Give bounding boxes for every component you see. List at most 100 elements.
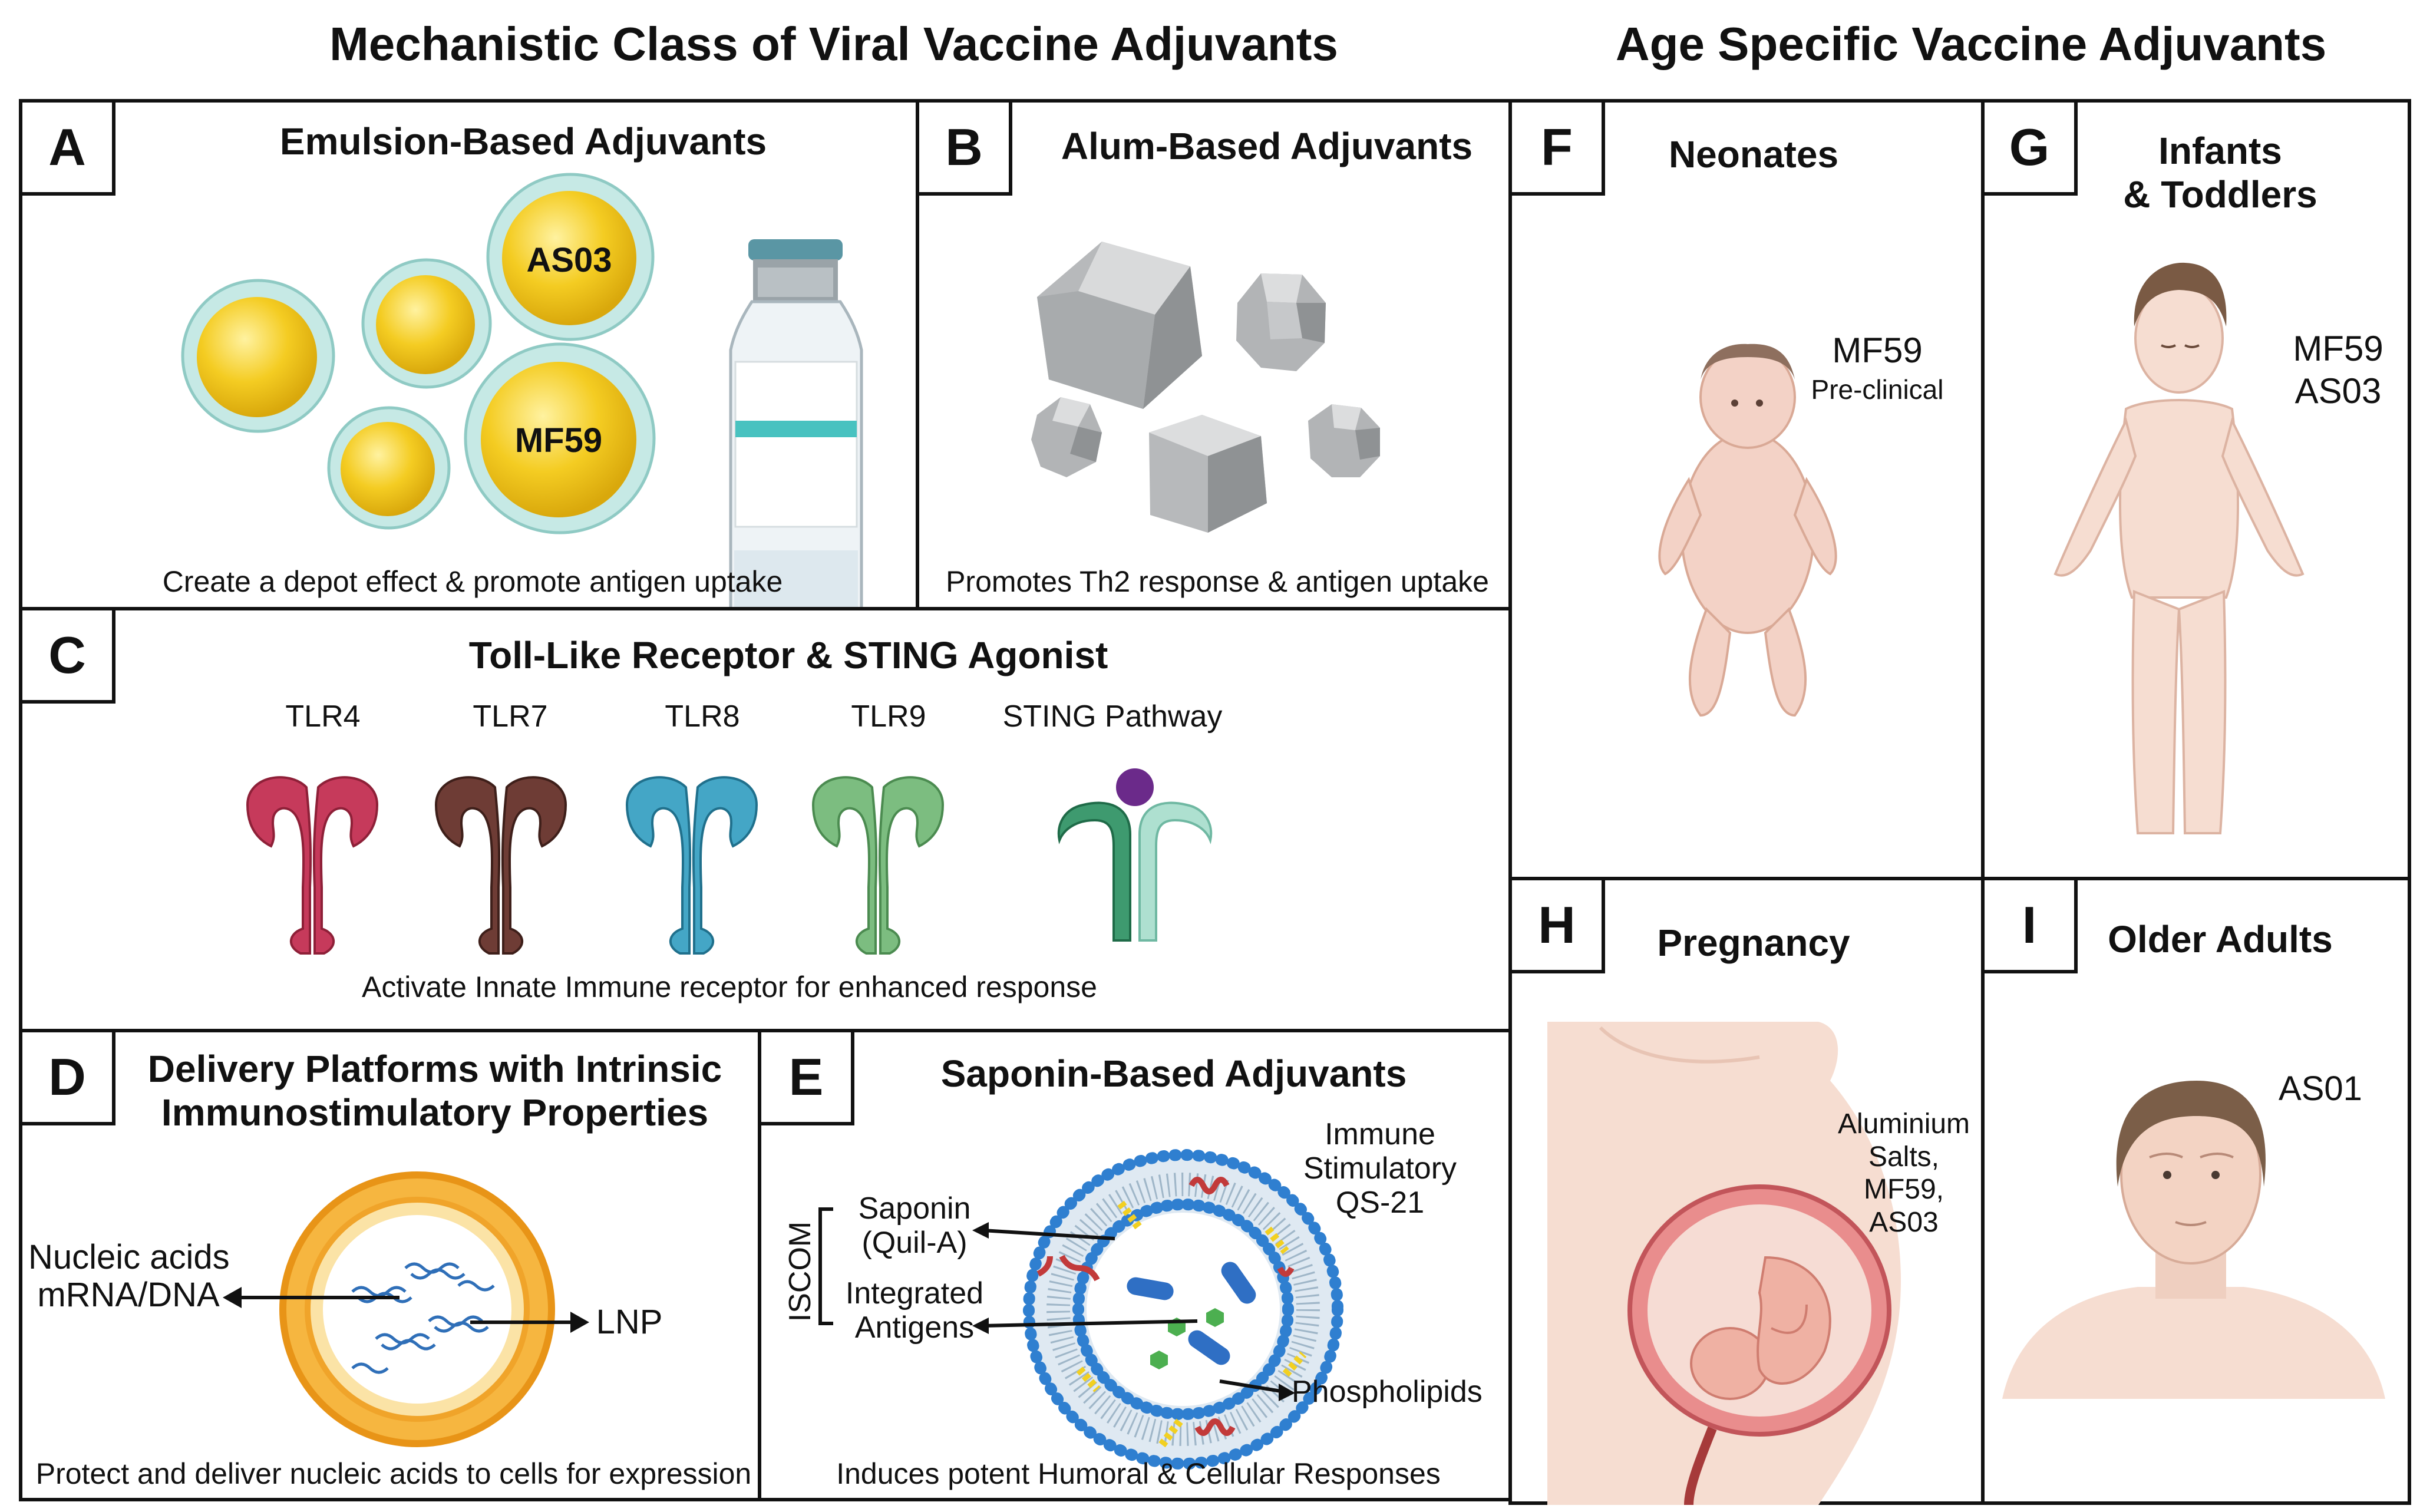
oil-droplet — [327, 406, 451, 530]
panel-h: H Pregnancy Aluminium Salts, MF59, AS03 — [1508, 877, 1985, 1506]
integrated-antigens-label: Integrated Antigens — [838, 1276, 991, 1345]
mf59-label: MF59 — [514, 421, 603, 460]
pregnancy-adj-line1: Aluminium — [1837, 1108, 1970, 1140]
panel-letter-e: E — [758, 1029, 854, 1125]
receptors-illustration — [246, 764, 1213, 955]
panel-a: A Emulsion-Based Adjuvants — [19, 99, 919, 623]
nucleic-acids-label: Nucleic acids mRNA/DNA — [28, 1238, 230, 1314]
toddler-adjuvant-label: MF59 AS03 — [2279, 328, 2397, 412]
panel-d-caption: Protect and deliver nucleic acids to cel… — [35, 1457, 752, 1490]
pregnancy-adj-line4: AS03 — [1869, 1207, 1939, 1239]
alum-crystals-illustration — [1031, 242, 1380, 533]
neonate-adjuvant-label: MF59 — [1832, 331, 1923, 370]
alum-crystal — [1149, 415, 1267, 533]
panel-i-title: Older Adults — [2108, 918, 2333, 960]
oil-droplet — [361, 258, 492, 389]
alum-crystal — [1308, 404, 1380, 477]
panel-letter-b: B — [916, 99, 1012, 196]
panel-f-title: Neonates — [1668, 133, 1839, 176]
oil-droplet — [181, 279, 335, 433]
sting-receptor-icon — [1057, 764, 1213, 942]
panel-letter-d: D — [19, 1029, 115, 1125]
tlr4-label: TLR4 — [285, 699, 361, 734]
panel-a-title: Emulsion-Based Adjuvants — [279, 120, 767, 163]
antigens-line1: Integrated — [845, 1276, 984, 1310]
panel-b-caption: Promotes Th2 response & antigen uptake — [946, 565, 1489, 598]
neonate-preclinical-label: Pre-clinical — [1811, 374, 1944, 405]
tlr9-receptor-icon — [812, 776, 944, 955]
alum-crystal — [1236, 273, 1326, 371]
panel-d-title: Delivery Platforms with Intrinsic Immuno… — [111, 1048, 759, 1134]
sting-pathway-label: STING Pathway — [1002, 699, 1223, 734]
panel-g: G Infants & Toddlers MF59 AS03 — [1981, 99, 2411, 880]
older-adult-illustration — [2002, 1081, 2385, 1399]
qs21-line3: QS-21 — [1335, 1186, 1425, 1220]
panel-e-caption: Induces potent Humoral & Cellular Respon… — [836, 1457, 1441, 1490]
panel-c-caption: Activate Innate Immune receptor for enha… — [362, 970, 1097, 1003]
tlr8-label: TLR8 — [665, 699, 740, 734]
alum-crystal — [1031, 397, 1102, 477]
antigen-rods — [1127, 1262, 1256, 1365]
pregnancy-adj-line3: MF59, — [1863, 1174, 1944, 1206]
panel-i: I Older Adults AS01 — [1981, 877, 2411, 1505]
saponin-line2: (Quil-A) — [861, 1226, 968, 1260]
age-specific-header: Age Specific Vaccine Adjuvants — [1615, 18, 2327, 70]
pregnancy-adjuvant-label: Aluminium Salts, MF59, AS03 — [1812, 1108, 1995, 1239]
as03-label: AS03 — [526, 241, 612, 279]
tlr9-label: TLR9 — [851, 699, 926, 734]
panel-d: D Delivery Platforms with Intrinsic Immu… — [19, 1029, 761, 1501]
panel-c-title: Toll-Like Receptor & STING Agonist — [468, 634, 1108, 676]
panel-e: E Saponin-Based Adjuvants — [758, 1029, 1512, 1501]
lnp-illustration — [223, 1171, 589, 1447]
tlr7-label: TLR7 — [473, 699, 548, 734]
panel-g-title: Infants & Toddlers — [2091, 130, 2350, 216]
tlr8-receptor-icon — [626, 776, 758, 955]
panel-f: F Neonates MF59 Pre-clinical — [1508, 99, 1985, 880]
panel-letter-a: A — [19, 99, 115, 196]
iscom-illustration — [818, 1149, 1343, 1470]
saponin-chains — [1036, 1177, 1295, 1436]
panel-c: C Toll-Like Receptor & STING Agonist TLR… — [19, 607, 1512, 1032]
panel-a-caption: Create a depot effect & promote antigen … — [162, 565, 783, 598]
nucleic-acids-line2: mRNA/DNA — [37, 1275, 220, 1314]
panel-b: B Alum-Based Adjuvants — [916, 99, 1512, 610]
panel-letter-f: F — [1508, 99, 1605, 196]
pregnancy-illustration — [1547, 1022, 1901, 1506]
fetus — [1690, 1256, 1831, 1400]
panel-g-title-line1: Infants — [2158, 130, 2282, 172]
panel-d-title-line1: Delivery Platforms with Intrinsic — [147, 1048, 722, 1090]
panel-e-title: Saponin-Based Adjuvants — [940, 1052, 1407, 1095]
panel-b-title: Alum-Based Adjuvants — [1061, 125, 1473, 167]
pregnancy-adj-line2: Salts, — [1868, 1141, 1940, 1173]
neonate-illustration — [1658, 344, 1837, 717]
panel-g-title-line2: & Toddlers — [2123, 173, 2317, 216]
vaccine-vial-icon — [729, 239, 863, 623]
panel-letter-g: G — [1981, 99, 2078, 196]
toddler-illustration — [2053, 262, 2305, 834]
qs21-label: Immune Stimulatory QS-21 — [1292, 1117, 1468, 1220]
mechanistic-header: Mechanistic Class of Viral Vaccine Adjuv… — [329, 18, 1338, 70]
tlr7-receptor-icon — [435, 776, 567, 955]
panel-letter-h: H — [1508, 877, 1605, 973]
iscom-label: ISCOM — [783, 1221, 817, 1322]
saponin-line1: Saponin — [858, 1191, 971, 1226]
panel-h-title: Pregnancy — [1657, 922, 1850, 964]
toddler-adjuvant-line1: MF59 — [2293, 329, 2383, 368]
saponin-label: Saponin (Quil-A) — [844, 1191, 985, 1260]
sting-ligand-icon — [1111, 764, 1158, 811]
toddler-adjuvant-line2: AS03 — [2294, 371, 2382, 411]
panel-letter-c: C — [19, 607, 115, 704]
as03-droplet — [486, 173, 655, 341]
qs21-line1: Immune — [1325, 1117, 1435, 1151]
panel-d-title-line2: Immunostimulatory Properties — [161, 1091, 709, 1134]
emulsion-droplets-illustration — [181, 173, 863, 623]
lnp-label: LNP — [596, 1303, 663, 1341]
qs21-line2: Stimulatory — [1303, 1151, 1457, 1186]
nucleic-acids-line1: Nucleic acids — [28, 1238, 230, 1276]
mf59-droplet — [464, 342, 656, 534]
qs21-markers — [1076, 1200, 1307, 1448]
antigens-line2: Antigens — [854, 1310, 975, 1345]
tlr4-receptor-icon — [246, 776, 378, 955]
alum-crystal — [1037, 242, 1202, 409]
panel-letter-i: I — [1981, 877, 2078, 973]
